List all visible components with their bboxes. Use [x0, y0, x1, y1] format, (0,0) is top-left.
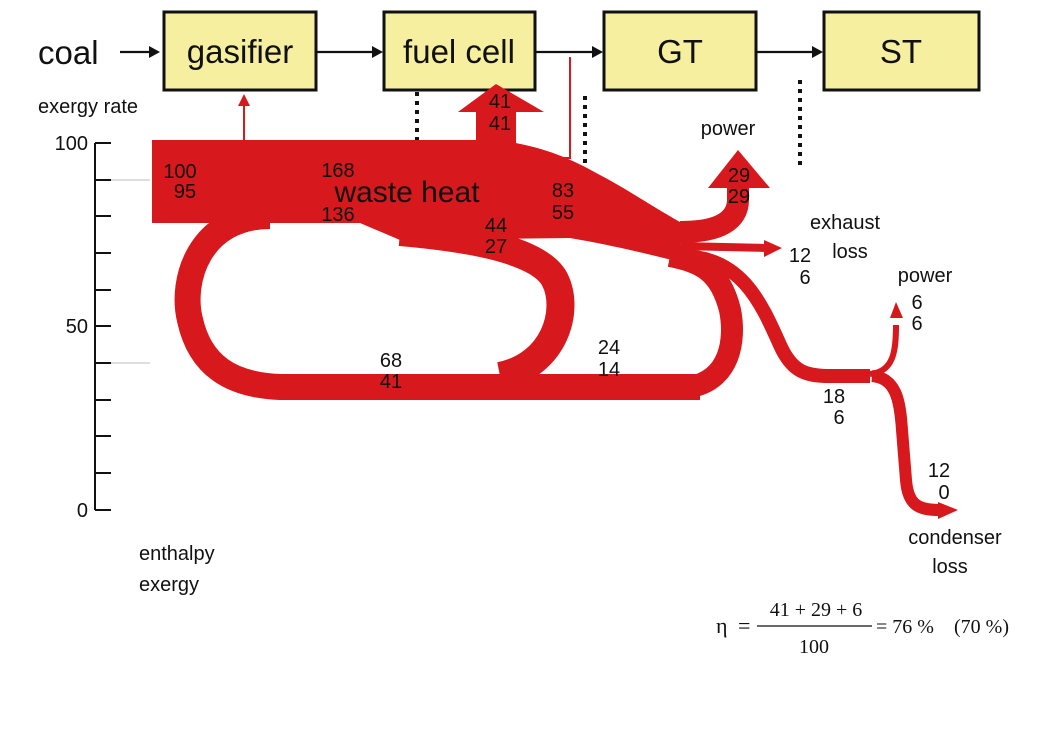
power-top-label: power — [701, 118, 756, 140]
legend-exergy: exergy — [139, 574, 199, 596]
st-box — [822, 10, 981, 92]
recycle-loop-band — [174, 203, 700, 400]
fuel-cell-bypass-line — [518, 57, 571, 159]
exhaust-loss-label: loss — [832, 241, 868, 263]
recycle-exergy-value: 27 — [485, 236, 507, 258]
recycle-enthalpy-value: 44 — [485, 215, 507, 237]
gasifier-feed-arrowhead — [238, 94, 250, 106]
st-power-exergy-value: 6 — [911, 313, 922, 335]
condenser-label: condenser — [908, 527, 1002, 549]
coal-exergy-value: 95 — [174, 181, 196, 203]
y-tick-50: 50 — [66, 316, 88, 338]
coal-arrowhead — [149, 46, 160, 58]
y-tick-0: 0 — [77, 500, 88, 522]
loop-exergy-value: 41 — [380, 371, 402, 393]
legend-enthalpy: enthalpy — [139, 543, 215, 565]
st-power-arrowhead — [890, 302, 903, 318]
st-label: ST — [880, 33, 922, 70]
loop-enthalpy-value: 68 — [380, 350, 402, 372]
gt-power-arrowhead — [708, 150, 770, 188]
recycle-loop-inner-band — [398, 218, 575, 390]
efficiency-denominator: 100 — [799, 636, 829, 658]
exhaust-enthalpy-value: 12 — [789, 245, 811, 267]
eta-equals: = — [738, 613, 750, 638]
fc-power-enthalpy-value: 41 — [489, 91, 511, 113]
efficiency-exergy-result: (70 %) — [954, 616, 1009, 638]
gt-in-exergy-value: 55 — [552, 202, 574, 224]
exhaust-band — [679, 242, 767, 252]
exhaust-exergy-value: 6 — [799, 267, 810, 289]
exhaust-label: exhaust — [810, 212, 880, 234]
sankey-flows — [152, 57, 958, 519]
coal-enthalpy-value: 100 — [163, 161, 196, 183]
condenser-exergy-value: 0 — [938, 482, 949, 504]
fuel-cell-label: fuel cell — [403, 33, 515, 70]
gasifier-label: gasifier — [187, 33, 293, 70]
waste-exergy-value: 136 — [321, 204, 354, 226]
fuel-cell-power-arrowhead — [458, 84, 544, 112]
gt-in-enthalpy-value: 83 — [552, 180, 574, 202]
st-flow-enthalpy-value: 18 — [823, 386, 845, 408]
eta-symbol: η — [716, 613, 728, 638]
condenser-loss-label: loss — [932, 556, 968, 578]
efficiency-result: = 76 % — [876, 616, 934, 638]
condenser-band — [870, 370, 941, 516]
condenser-arrowhead — [938, 502, 958, 519]
gt-power-exergy-value: 29 — [728, 186, 750, 208]
exhaust-arrowhead — [764, 240, 782, 257]
gt-power-enthalpy-value: 29 — [728, 165, 750, 187]
return-enthalpy-value: 24 — [598, 337, 620, 359]
gt-box — [602, 10, 758, 92]
st-power-band — [869, 324, 899, 377]
condenser-enthalpy-value: 12 — [928, 460, 950, 482]
efficiency-formula: η = 41 + 29 + 6 100 = 76 % (70 %) — [716, 599, 1009, 658]
coal-label: coal — [38, 34, 99, 71]
fuelcell-to-gt-arrowhead — [592, 46, 603, 58]
return-exergy-value: 14 — [598, 359, 620, 381]
st-flow-exergy-value: 6 — [833, 407, 844, 429]
waste-enthalpy-value: 168 — [321, 160, 354, 182]
axis-title: exergy rate — [38, 96, 138, 118]
power-right-label: power — [898, 265, 953, 287]
efficiency-numerator: 41 + 29 + 6 — [770, 599, 863, 621]
value-labels: 100 95 168 waste heat 136 41 41 83 55 44… — [163, 91, 1002, 578]
fc-power-exergy-value: 41 — [489, 113, 511, 135]
gt-to-st-arrowhead — [812, 46, 823, 58]
y-axis-ticks — [95, 142, 111, 511]
st-flow-band — [679, 249, 870, 383]
st-power-enthalpy-value: 6 — [911, 292, 922, 314]
gt-label: GT — [657, 33, 703, 70]
gasifier-to-fuelcell-arrowhead — [372, 46, 383, 58]
gt-power-band — [679, 185, 749, 243]
y-tick-100: 100 — [55, 133, 88, 155]
waste-heat-label: waste heat — [333, 176, 480, 209]
